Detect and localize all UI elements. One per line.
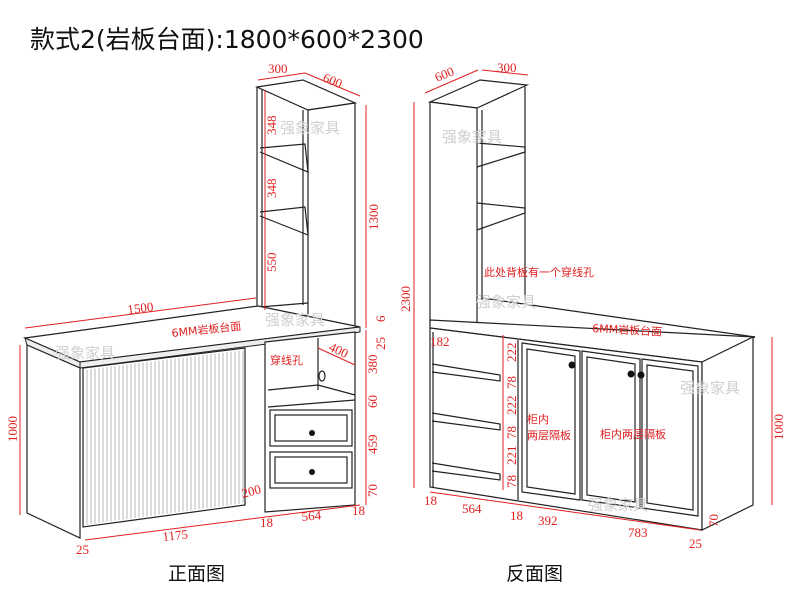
drawer-1-knob-icon: [309, 430, 315, 436]
dim-label: 200: [240, 481, 263, 501]
countertop-note: 6MM岩板台面: [592, 321, 663, 339]
dim-label: 348: [264, 179, 279, 199]
dim-label: 564: [301, 507, 322, 524]
inner-shelf-note: 柜内两层隔板: [600, 427, 666, 441]
dim-label: 783: [628, 525, 648, 540]
drawer-1[interactable]: [269, 409, 353, 447]
dim-label: 550: [264, 253, 279, 273]
dim-label: 25: [373, 337, 388, 350]
cable-hole-note: 穿线孔: [270, 353, 303, 367]
watermark: 强象家具: [588, 496, 648, 514]
drawer-2[interactable]: [269, 451, 353, 489]
dim-label: 70: [706, 514, 721, 527]
dim-label: 1500: [127, 299, 155, 317]
back-view-caption: 反面图: [506, 563, 563, 585]
dim-label: 348: [264, 116, 279, 136]
watermark: 强象家具: [680, 379, 740, 397]
dim-label: 1000: [771, 414, 786, 440]
dim-label: 78: [504, 376, 519, 389]
door-2[interactable]: [581, 350, 641, 509]
dim-label: 25: [689, 536, 702, 551]
tower-side: [307, 102, 356, 333]
dim-label: 600: [433, 64, 457, 85]
dim-label: 222: [504, 396, 519, 416]
end-panel: [26, 344, 81, 539]
dim-label: 400: [327, 339, 351, 361]
dim-label: 392: [538, 513, 558, 528]
front-view: 300 600 348 348 550 1300 1500 6MM岩板台面 6 …: [5, 61, 388, 585]
door-1[interactable]: [521, 342, 581, 501]
dim-label: 380: [365, 355, 380, 375]
dim-label: 222: [504, 343, 519, 363]
dim-label: 18: [510, 508, 523, 523]
door-knob-icon: [637, 371, 645, 379]
dim-label: 564: [462, 501, 482, 516]
dim-label: 2300: [398, 286, 413, 312]
watermark: 强象家具: [442, 128, 502, 146]
dim-label: 25: [76, 542, 89, 557]
dim-label: 459: [365, 435, 380, 455]
dim-label: 18: [352, 503, 365, 518]
dim-label: 1300: [366, 204, 381, 230]
dim-label: 78: [504, 475, 519, 488]
inner-shelf-note: 柜内: [527, 412, 549, 426]
dim-label: 300: [497, 60, 517, 75]
side-cabinet: [264, 331, 356, 513]
watermark: 强象家具: [280, 119, 340, 137]
dim-label: 18: [424, 493, 437, 508]
watermark: 强象家具: [476, 293, 536, 311]
dim-label: 78: [504, 426, 519, 439]
fluted-panel: [82, 347, 246, 528]
drawer-2-knob-icon: [309, 469, 315, 475]
door-knob-icon: [627, 370, 635, 378]
dim-label: 600: [321, 70, 345, 91]
backboard-note: 此处背板有一个穿线孔: [484, 265, 594, 279]
dim-label: 1175: [162, 526, 189, 544]
door-3[interactable]: [637, 358, 699, 517]
end-panel: [701, 336, 754, 531]
dim-label: 60: [365, 395, 380, 408]
dim-label: 18: [260, 515, 273, 530]
dim-label: 300: [268, 61, 288, 76]
back-view: 600 300 2300 此处背板有一个穿线孔 6MM岩板台面 182 222 …: [398, 60, 786, 585]
watermark: 强象家具: [265, 311, 325, 329]
drawing-title: 款式2(岩板台面):1800*600*2300: [30, 25, 424, 54]
watermark: 强象家具: [55, 344, 115, 362]
dim-label: 182: [430, 334, 450, 349]
dim-label: 6: [373, 315, 388, 322]
door-knob-icon: [568, 361, 576, 369]
front-view-caption: 正面图: [168, 563, 225, 585]
dim-label: 1000: [5, 416, 20, 442]
dim-label: 221: [504, 446, 519, 466]
dim-label: 70: [365, 484, 380, 497]
cable-hole-icon: [318, 370, 326, 382]
inner-shelf-note: 两层隔板: [527, 428, 571, 442]
